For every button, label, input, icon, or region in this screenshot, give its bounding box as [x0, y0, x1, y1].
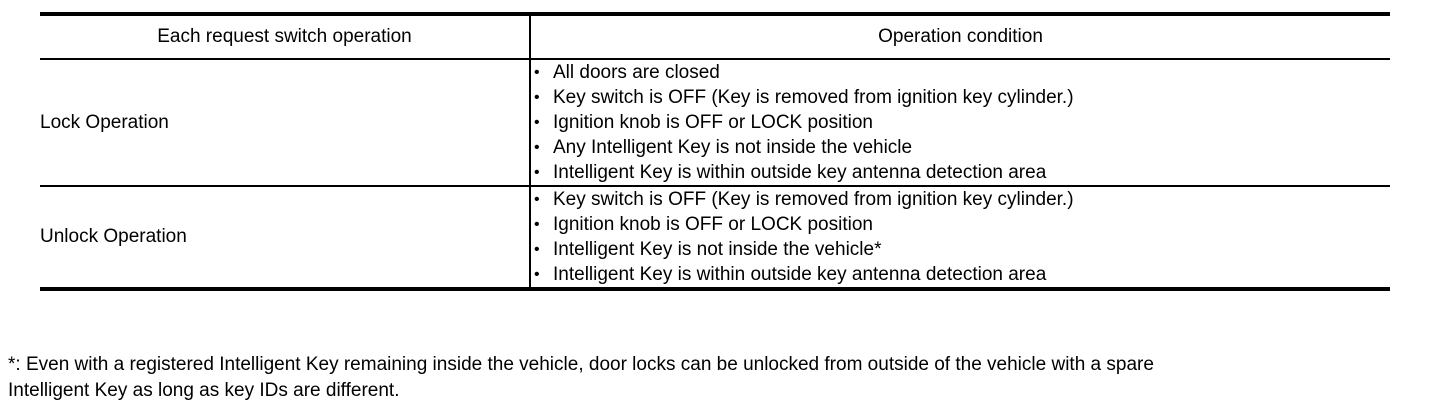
bullet-icon: •: [534, 164, 540, 181]
list-item: • All doors are closed: [531, 60, 1390, 85]
request-switch-operation-table: Each request switch operation Operation …: [40, 12, 1390, 291]
list-item: • Intelligent Key is within outside key …: [531, 160, 1390, 185]
list-item: • Key switch is OFF (Key is removed from…: [531, 85, 1390, 110]
list-item-text: Intelligent Key is within outside key an…: [553, 264, 1047, 285]
condition-list: • Key switch is OFF (Key is removed from…: [531, 187, 1390, 287]
list-item-text: Intelligent Key is not inside the vehicl…: [553, 239, 882, 260]
cell-operation-unlock: Unlock Operation: [40, 186, 531, 291]
list-item-text: Ignition knob is OFF or LOCK position: [553, 112, 873, 133]
bullet-icon: •: [534, 216, 540, 233]
list-item: • Ignition knob is OFF or LOCK position: [531, 212, 1390, 237]
bullet-icon: •: [534, 139, 540, 156]
operation-label: Unlock Operation: [40, 226, 187, 248]
list-item: • Any Intelligent Key is not inside the …: [531, 135, 1390, 160]
list-item-text: All doors are closed: [553, 62, 720, 83]
column-header-operation: Each request switch operation: [40, 12, 531, 60]
cell-operation-lock: Lock Operation: [40, 59, 531, 187]
bullet-icon: •: [534, 241, 540, 258]
footnote-line-2: Intelligent Key as long as key IDs are d…: [8, 380, 400, 401]
cell-conditions-lock: • All doors are closed • Key switch is O…: [530, 59, 1390, 187]
footnote-line-1: *: Even with a registered Intelligent Ke…: [8, 354, 1154, 375]
footnote: *: Even with a registered Intelligent Ke…: [8, 352, 1448, 404]
column-header-condition-label: Operation condition: [878, 26, 1043, 48]
column-header-condition: Operation condition: [530, 12, 1390, 60]
bullet-icon: •: [534, 114, 540, 131]
operation-label: Lock Operation: [40, 111, 169, 133]
condition-list: • All doors are closed • Key switch is O…: [531, 60, 1390, 185]
table-header: Each request switch operation Operation …: [40, 12, 1390, 60]
list-item: • Intelligent Key is within outside key …: [531, 262, 1390, 287]
list-item-text: Intelligent Key is within outside key an…: [553, 162, 1047, 183]
cell-conditions-unlock: • Key switch is OFF (Key is removed from…: [530, 186, 1390, 291]
table-row: Lock Operation • All doors are closed • …: [40, 59, 1390, 187]
list-item: • Key switch is OFF (Key is removed from…: [531, 187, 1390, 212]
bullet-icon: •: [534, 266, 540, 283]
bullet-icon: •: [534, 191, 540, 208]
column-header-operation-label: Each request switch operation: [157, 26, 412, 48]
bullet-icon: •: [534, 89, 540, 106]
table-body: Lock Operation • All doors are closed • …: [40, 59, 1390, 291]
bullet-icon: •: [534, 64, 540, 81]
table-row: Unlock Operation • Key switch is OFF (Ke…: [40, 186, 1390, 291]
list-item-text: Any Intelligent Key is not inside the ve…: [553, 137, 913, 158]
table-header-row: Each request switch operation Operation …: [40, 12, 1390, 60]
list-item-text: Key switch is OFF (Key is removed from i…: [553, 87, 1074, 108]
list-item-text: Ignition knob is OFF or LOCK position: [553, 214, 873, 235]
list-item: • Ignition knob is OFF or LOCK position: [531, 110, 1390, 135]
list-item: • Intelligent Key is not inside the vehi…: [531, 237, 1390, 262]
list-item-text: Key switch is OFF (Key is removed from i…: [553, 189, 1074, 210]
